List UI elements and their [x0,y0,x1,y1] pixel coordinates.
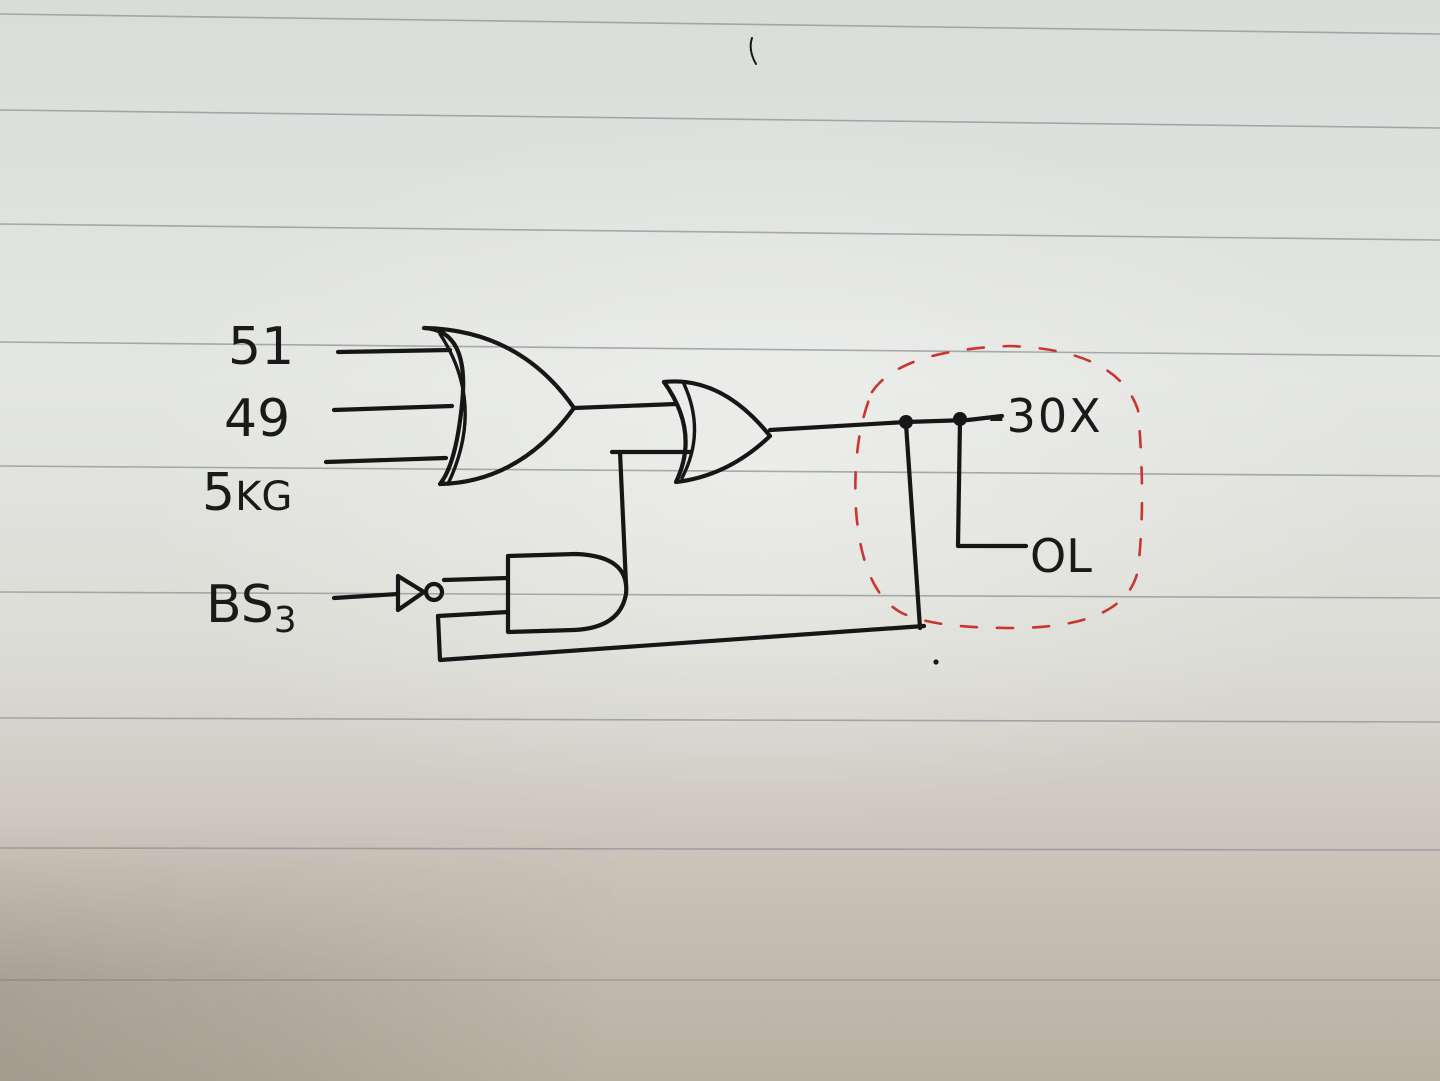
output-label-ol: OL [1030,529,1092,583]
or-gate-2-back-arc [680,382,697,480]
stray-dot [933,659,939,665]
wire-or2-output [767,413,1005,433]
wire-not-to-and [441,575,511,583]
highlight-dashed-outline [854,344,1144,630]
or-gate-1 [421,325,577,487]
ruled-line [0,717,1440,723]
wire-feedback-loop [435,609,927,663]
ruled-line [0,223,1440,241]
and-gate [505,551,629,635]
junction-dot [899,415,913,429]
input-label-51: 51 [228,317,294,377]
or-gate-2 [661,379,773,485]
ruled-line [0,13,1440,35]
ruled-line [0,341,1440,357]
wire-input-51 [335,347,453,355]
input-label-bs3: BS3 [206,575,297,641]
input-label-49: 49 [224,389,290,449]
stray-mark [749,37,757,65]
not-gate-bubble [423,581,445,603]
wire-junction-drop [903,421,923,631]
junction-dot [953,412,967,426]
wire-input-5kg [323,455,449,465]
ruled-line [0,109,1440,129]
ruled-lines [0,13,1440,981]
ruled-line [0,847,1440,851]
ruled-line [0,591,1440,599]
wire-or1-to-or2 [571,401,679,411]
wire-input-49 [331,403,455,413]
wire-input-bs3 [331,591,401,601]
input-label-5kg: 5KG [202,463,292,523]
or-gate-1-back-arc [438,332,467,486]
output-label-30x: -30X [988,389,1103,443]
wire-branch-ol [955,417,1029,549]
wire-and-riser [617,449,629,587]
